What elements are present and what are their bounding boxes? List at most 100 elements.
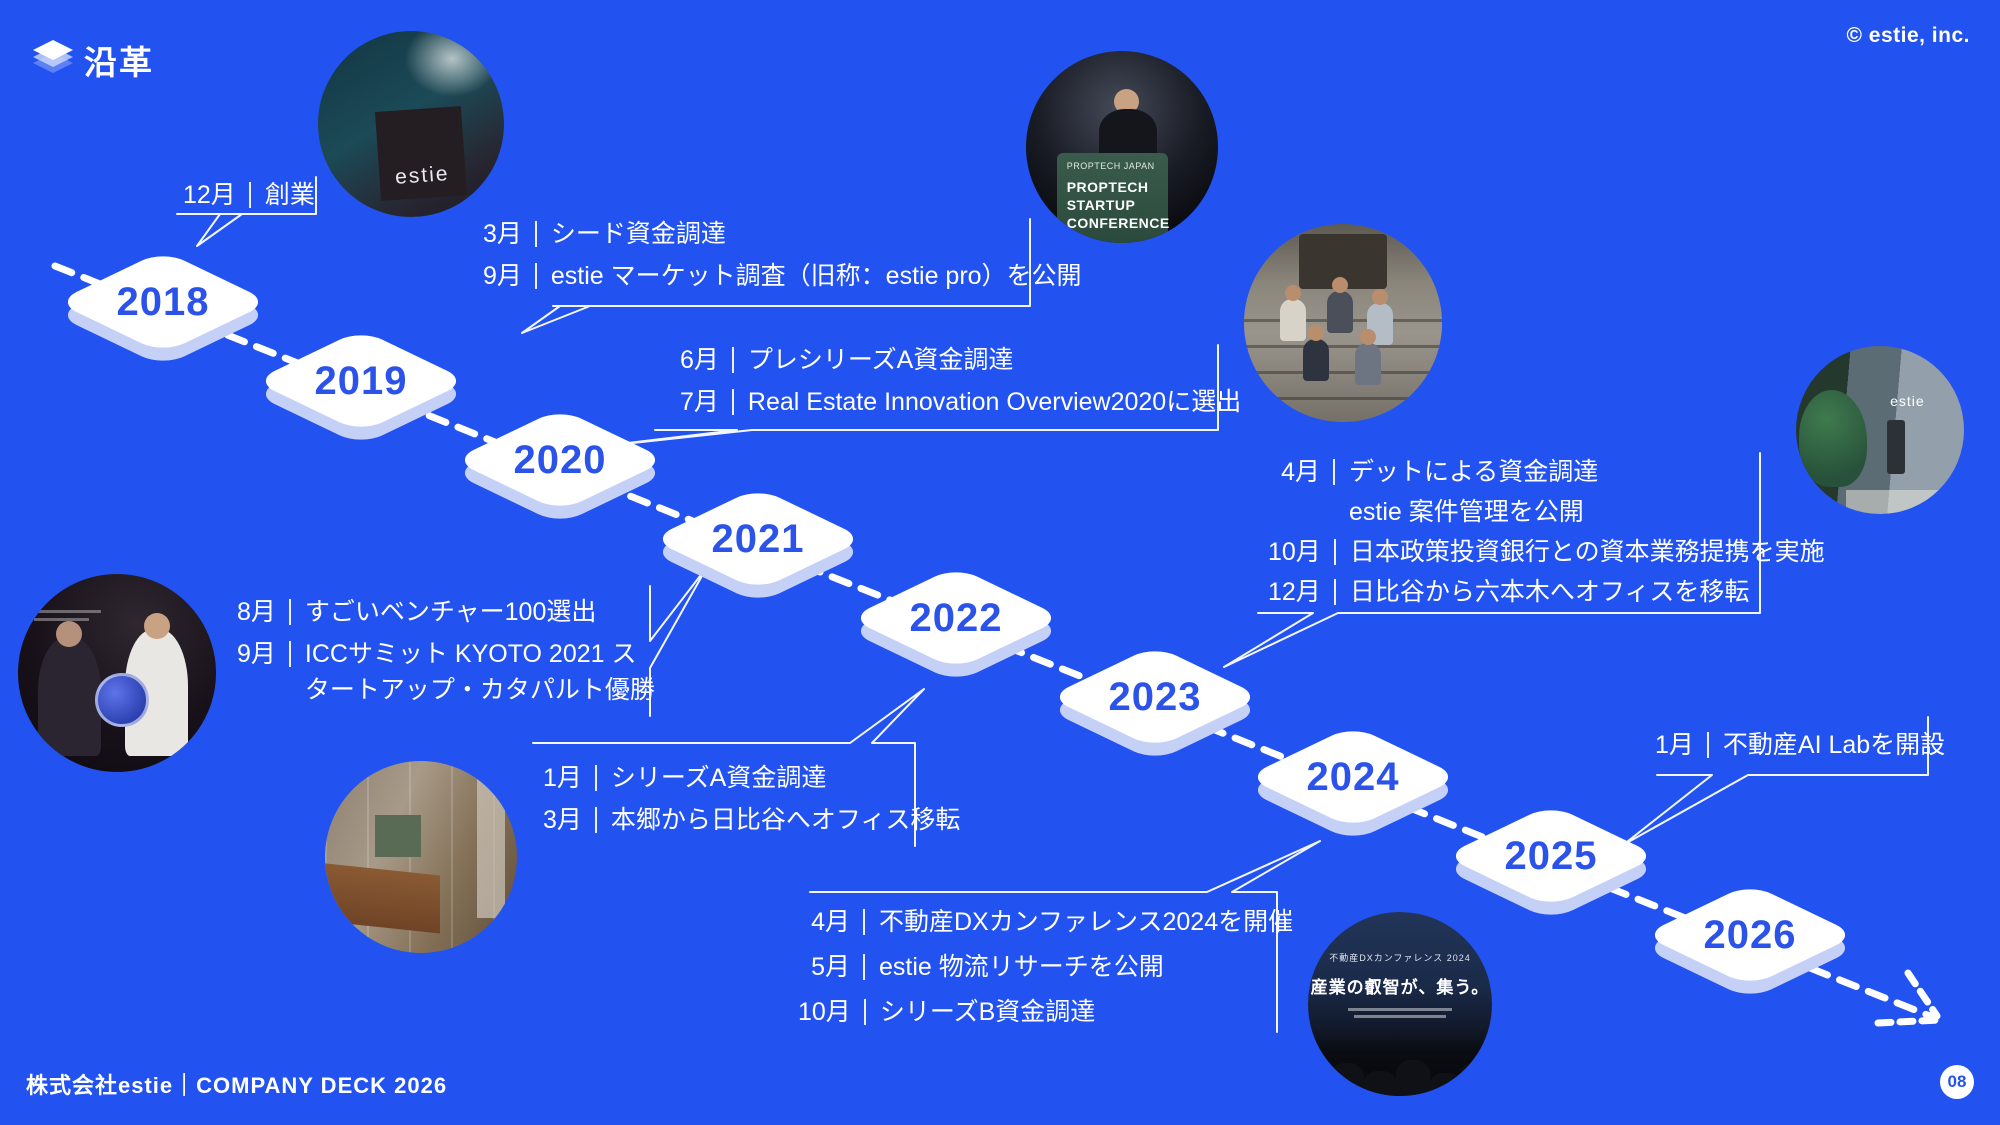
event-line: 12月 創業 [183, 177, 315, 213]
month-separator [731, 389, 734, 415]
event-month: 9月 [237, 640, 276, 668]
callout-2023-border [1223, 452, 1761, 668]
person-silhouette [1279, 285, 1306, 342]
event-month: 1月 [543, 764, 582, 792]
person-silhouette [1354, 328, 1381, 385]
callout-2024-border [809, 840, 1321, 1033]
arrowhead-barb-upper [1904, 969, 1941, 1020]
year-label: 2021 [711, 516, 805, 561]
office-floor [1846, 490, 1964, 514]
event-line: 8月 すごいベンチャー100選出 [237, 594, 661, 630]
callout-2025-border [1622, 716, 1929, 846]
callout-2024: 4月 不動産DXカンファレンス2024を開催 5月 estie 物流リサーチを公… [798, 904, 1293, 1039]
event-month: 3月 [543, 806, 582, 834]
event-text: 創業 [264, 181, 315, 209]
month-separator [594, 765, 597, 791]
year-label: 2025 [1504, 833, 1598, 878]
person-silhouette [1327, 277, 1354, 334]
event-month: 4月 [811, 908, 850, 936]
event-month: 1月 [1655, 731, 1694, 759]
year-label: 2023 [1108, 674, 1202, 719]
year-diamond-2019: 2019 [253, 329, 469, 446]
year-diamond-2026: 2026 [1642, 883, 1858, 1000]
audience-head [1429, 1072, 1464, 1096]
event-line: estie 案件管理を公開 [1268, 494, 1825, 530]
banner-subtext-bar [1354, 1015, 1446, 1019]
event-month: 6月 [680, 346, 719, 374]
office-plant [1799, 389, 1867, 488]
callout-2022: 1月 シリーズA資金調達 3月 本郷から日比谷へオフィス移転 [543, 760, 960, 844]
estie-wall-logo: estie [1890, 393, 1925, 410]
callout-2019: 3月 シード資金調達 9月 estie マーケット調査（旧称：estie pro… [483, 216, 1082, 300]
event-line: 3月 本郷から日比谷へオフィス移転 [543, 802, 960, 838]
event-text: 本郷から日比谷へオフィス移転 [610, 806, 961, 834]
page-number-badge: 08 [1940, 1065, 1974, 1099]
callout-2020: 6月 プレシリーズA資金調達 7月 Real Estate Innovation… [680, 342, 1241, 426]
year-label: 2022 [909, 595, 1003, 640]
callout-2018-border [176, 176, 317, 247]
year-diamond-2018: 2018 [55, 250, 271, 367]
month-separator [731, 347, 734, 373]
event-text: 不動産AI Labを開設 [1722, 731, 1946, 759]
audience-head [1458, 1063, 1492, 1096]
year-diamond-2020: 2020 [452, 408, 668, 525]
month-separator [288, 641, 291, 667]
month-separator [863, 999, 866, 1025]
year-label: 2019 [314, 358, 408, 403]
callout-2022-border [532, 688, 925, 847]
conference-banner-text: 産業の叡智が、集う。 [1310, 977, 1490, 997]
conference-logo-text: 不動産DXカンファレンス 2024 [1329, 952, 1471, 963]
event-month: 9月 [483, 262, 522, 290]
photo-hibiya-office-entrance [325, 761, 517, 953]
event-month: 10月 [798, 998, 851, 1026]
copyright-text: © estie, inc. [1846, 24, 1970, 47]
event-line: 3月 シード資金調達 [483, 216, 1082, 252]
audience-head [1396, 1059, 1431, 1096]
month-separator [863, 954, 865, 980]
event-text: 日比谷から六本木へオフィスを移転 [1349, 578, 1750, 606]
green-wall [374, 814, 421, 857]
globe-trophy [95, 673, 149, 727]
stone-steps [1244, 319, 1442, 422]
month-separator [1333, 579, 1336, 605]
photo-dx-conference: 不動産DXカンファレンス 2024 産業の叡智が、集う。 [1308, 912, 1492, 1096]
event-text: プレシリーズA資金調達 [747, 346, 1014, 374]
month-separator [534, 221, 537, 247]
event-text: Real Estate Innovation Overview2020に選出 [747, 388, 1242, 416]
reception-kiosk [1886, 419, 1906, 474]
person-silhouette [1303, 324, 1330, 381]
event-month: 12月 [1268, 578, 1321, 606]
footer-text: 株式会社estie｜COMPANY DECK 2026 [26, 1073, 448, 1098]
photo-icc-award [18, 574, 216, 772]
year-diamond-2021: 2021 [650, 487, 866, 604]
event-text: 日本政策投資銀行との資本業務提携を実施 [1349, 538, 1825, 566]
event-month: 3月 [483, 220, 522, 248]
callout-2025: 1月 不動産AI Labを開設 [1655, 727, 1945, 769]
conference-podium: PROPTECH JAPAN PROPTECH STARTUP CONFEREN… [1056, 152, 1169, 243]
event-month: 12月 [183, 181, 236, 209]
month-separator [863, 909, 865, 935]
event-text: デットによる資金調達 [1349, 458, 1599, 486]
event-text: estie 案件管理を公開 [1349, 498, 1584, 526]
callout-2018: 12月 創業 [183, 177, 315, 219]
estie-board-label: estie [393, 162, 450, 190]
month-separator [1706, 732, 1709, 758]
callout-2021: 8月 すごいベンチャー100選出 9月 ICCサミット KYOTO 2021 ス… [237, 594, 661, 714]
callout-2023: 4月 デットによる資金調達 estie 案件管理を公開 10月 日本政策投資銀行… [1268, 454, 1825, 614]
event-line: 9月 estie マーケット調査（旧称：estie pro）を公開 [483, 258, 1082, 294]
month-separator [534, 263, 537, 289]
event-text: シリーズB資金調達 [879, 998, 1096, 1026]
year-diamond-2025: 2025 [1443, 804, 1659, 921]
person-silhouette [37, 621, 102, 757]
event-line: 6月 プレシリーズA資金調達 [680, 342, 1241, 378]
stage-caption-bar [33, 617, 90, 621]
event-line: 12月 日比谷から六本木へオフィスを移転 [1268, 574, 1825, 610]
month-separator [288, 599, 291, 625]
banner-subtext-bar [1348, 1007, 1452, 1011]
event-month: 10月 [1268, 538, 1321, 566]
event-line: 4月 デットによる資金調達 [1268, 454, 1825, 490]
podium-top-label: PROPTECH JAPAN [1066, 160, 1155, 171]
event-line: 9月 ICCサミット KYOTO 2021 スタートアップ・カタパルト優勝 [237, 636, 661, 708]
month-separator [248, 182, 251, 208]
event-line: 1月 シリーズA資金調達 [543, 760, 960, 796]
